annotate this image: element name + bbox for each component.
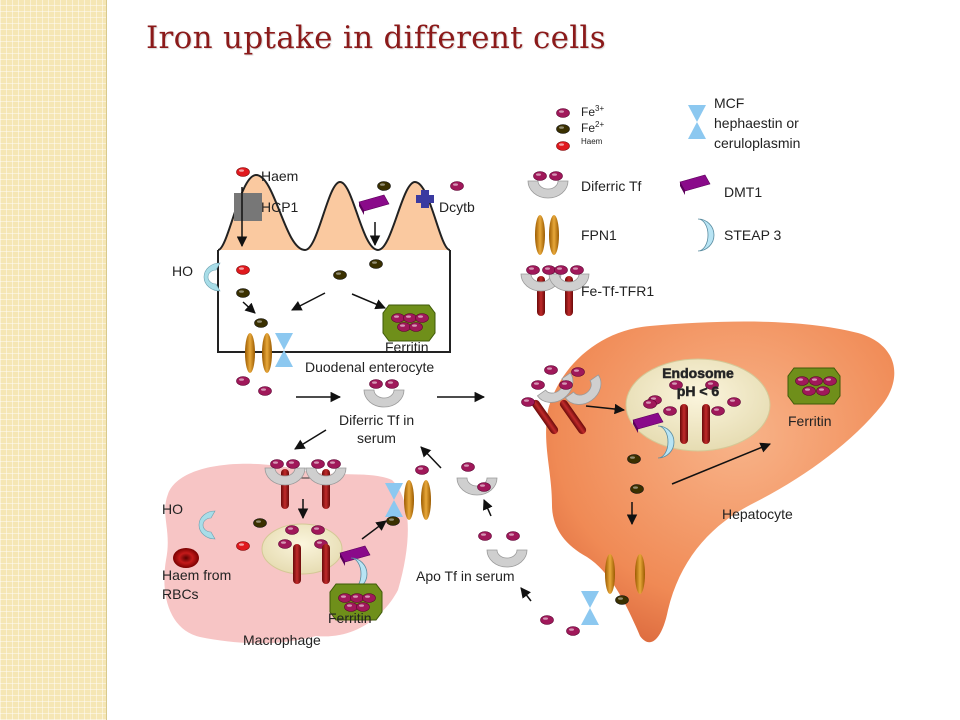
serum-apo-tf-label: Apo Tf in serum: [416, 568, 515, 584]
hcp1-transporter-icon: [234, 193, 262, 221]
legend: Fe3+ Fe2+ Haem MCF hephaestin or cerulop…: [520, 95, 800, 316]
fe-tf-tfr1-icon: [520, 265, 590, 316]
red-blood-cell-icon: [173, 548, 199, 568]
title-bar: Iron uptake in different cells: [146, 20, 606, 56]
ferric-iron-dot-icon: [556, 108, 570, 118]
endosome-label-line2: pH < 6: [677, 383, 720, 399]
legend-fpn1: FPN1: [581, 227, 617, 243]
legend-steap3: STEAP 3: [724, 227, 782, 243]
enterocyte-label: Duodenal enterocyte: [305, 359, 434, 375]
page-title: Iron uptake in different cells: [146, 20, 606, 56]
enterocyte-haem-label: Haem: [261, 168, 298, 184]
ferroportin-icon: [535, 215, 545, 255]
serum-diferric-line1: Diferric Tf in: [339, 412, 414, 428]
legend-dmt1: DMT1: [724, 184, 762, 200]
duodenal-enterocyte: Haem HCP1 Dcytb HO Ferritin Duodenal ent…: [172, 167, 475, 396]
macrophage-label: Macrophage: [243, 632, 321, 648]
legend-haem: Haem: [581, 137, 603, 146]
ferrous-iron-dot-icon: [556, 124, 570, 134]
macrophage: HO Haem from RBCs Ferritin Macrophage: [162, 459, 431, 648]
haem-dot-icon: [556, 141, 570, 151]
macrophage-ferritin-label: Ferritin: [328, 610, 372, 626]
legend-fe-tf-tfr1: Fe-Tf-TFR1: [581, 283, 654, 299]
enterocyte-ho-label: HO: [172, 263, 193, 279]
macrophage-haem-line2: RBCs: [162, 586, 199, 602]
legend-fe2: Fe2+: [581, 120, 604, 135]
legend-mcf-line3: ceruloplasmin: [714, 135, 800, 151]
macrophage-ho-label: HO: [162, 501, 183, 517]
diferric-transferrin-icon: [527, 180, 569, 199]
endosome-label-line1: Endosome: [662, 365, 734, 381]
serum-transport: Diferric Tf in serum Apo Tf in serum: [294, 379, 532, 602]
steap3-icon: [697, 218, 715, 252]
mcf-hephaestin-icon: [688, 105, 706, 139]
macrophage-haem-line1: Haem from: [162, 567, 231, 583]
legend-mcf-line2: hephaestin or: [714, 115, 799, 131]
legend-fe3: Fe3+: [581, 104, 604, 119]
hepatocyte-ferritin-label: Ferritin: [788, 413, 832, 429]
enterocyte-dcytb-label: Dcytb: [439, 199, 475, 215]
dmt1-icon: [679, 174, 711, 196]
hepatocyte: Endosome pH < 6 Ferritin Hepatocyte: [521, 321, 895, 643]
decorative-side-strip: [0, 0, 107, 720]
hepatocyte-label: Hepatocyte: [722, 506, 793, 522]
enterocyte-hcp1-label: HCP1: [261, 199, 299, 215]
legend-mcf-line1: MCF: [714, 95, 744, 111]
legend-diferric-tf: Diferric Tf: [581, 178, 642, 194]
dcytb-icon: [416, 190, 434, 208]
enterocyte-ferritin-label: Ferritin: [385, 339, 429, 355]
serum-diferric-line2: serum: [357, 430, 396, 446]
